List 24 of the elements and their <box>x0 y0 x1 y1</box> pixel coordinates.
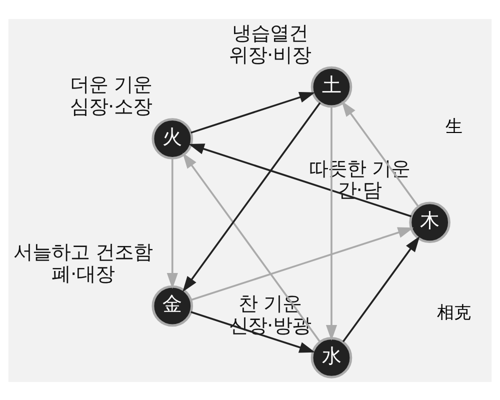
node-label: 서늘하고 건조함 <box>14 240 153 263</box>
node-label: 폐·대장 <box>52 262 115 285</box>
node-label: 위장·비장 <box>229 42 312 66</box>
node-label: 간·담 <box>337 178 382 202</box>
node-label: 냉습열건 <box>232 20 308 44</box>
arrow <box>182 152 321 342</box>
arrow <box>166 158 178 288</box>
node-label: 더운 기운 <box>70 72 152 96</box>
node-circle: 火 <box>152 118 194 159</box>
node-circle: 木 <box>409 201 450 243</box>
arrow <box>342 236 420 342</box>
arrow <box>190 310 316 352</box>
arrow <box>326 106 338 340</box>
arrow <box>190 91 316 134</box>
node-circle: 金 <box>152 284 194 326</box>
arrow <box>342 100 419 206</box>
arrow <box>182 102 321 292</box>
node-circle: 水 <box>310 336 352 378</box>
node-label: 심장·소장 <box>70 94 152 118</box>
arrow <box>188 143 412 217</box>
label: 相克 <box>436 302 471 322</box>
arrow <box>190 226 414 300</box>
label: 生 <box>445 116 462 137</box>
node-circle: 土 <box>310 66 352 108</box>
